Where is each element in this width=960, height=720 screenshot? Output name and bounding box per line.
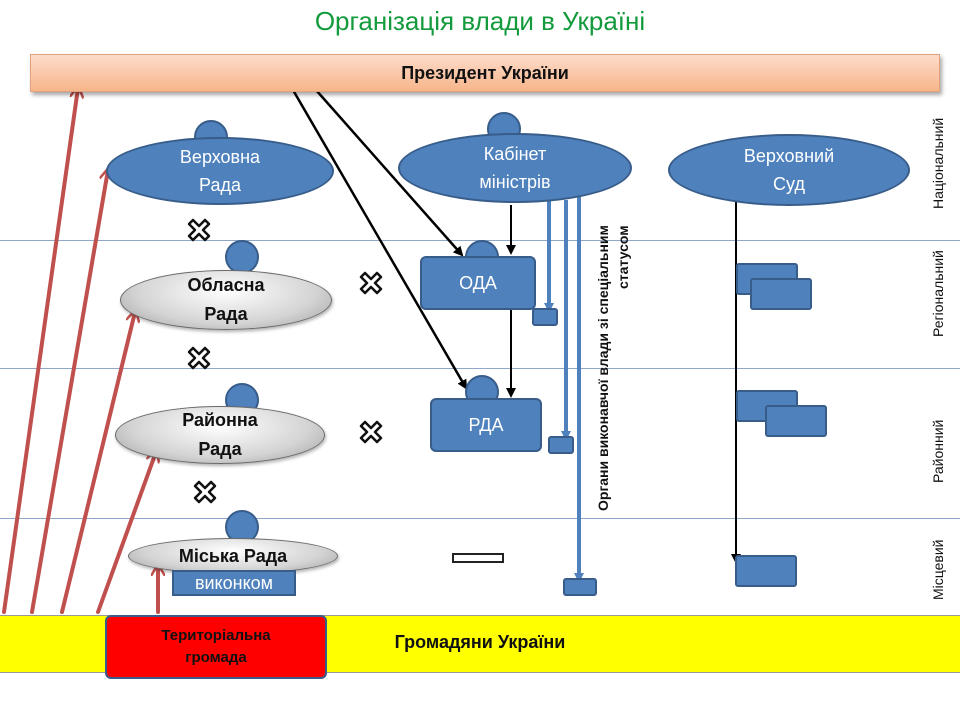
no-subordination-icon: [187, 218, 211, 242]
city-rada-oval: Міська Рада: [128, 538, 338, 574]
court-box: [750, 278, 812, 310]
no-subordination-icon: [359, 271, 383, 295]
oda-box: ОДА: [420, 256, 536, 310]
court-box: [765, 405, 827, 437]
no-subordination-icon: [193, 480, 217, 504]
level-label-regional: Регіональний: [930, 250, 946, 337]
special-status-lines: [544, 196, 584, 583]
node-dot: [225, 240, 259, 274]
territorial-community-box: Територіальна громада: [105, 615, 327, 679]
raion-rada-oval: Районна Рада: [115, 406, 325, 464]
executive-committee-box: виконком: [172, 570, 296, 596]
oblast-rada-oval: Обласна Рада: [120, 270, 332, 330]
special-status-label: Органи виконавчої влади зі спеціальним с…: [593, 225, 643, 565]
cabinet-oval: Кабінет міністрів: [398, 133, 632, 203]
president-bar: Президент України: [30, 54, 940, 92]
level-label-national: Національний: [930, 118, 946, 210]
special-body-box: [563, 578, 597, 596]
no-subordination-icon: [359, 420, 383, 444]
level-label-local: Місцевий: [930, 540, 946, 601]
page-title: Організація влади в Україні: [314, 6, 646, 36]
citizen-election-arrows: [2, 88, 158, 614]
level-label-district: Районний: [930, 420, 946, 484]
special-status-text: Органи виконавчої влади зі спеціальним с…: [595, 225, 631, 511]
level-divider: [0, 518, 960, 519]
president-appointment-arrows: [291, 89, 468, 390]
citizens-label: Громадяни України: [394, 632, 566, 652]
supreme-court-oval: Верховний Суд: [668, 134, 910, 206]
level-divider: [0, 368, 960, 369]
rda-box: РДА: [430, 398, 542, 452]
no-subordination-icon: [187, 346, 211, 370]
court-box: [735, 555, 797, 587]
verkhovna-rada-oval: Верховна Рада: [106, 137, 334, 205]
special-body-box: [548, 436, 574, 454]
special-body-box: [532, 308, 558, 326]
empty-bar: [452, 553, 504, 563]
